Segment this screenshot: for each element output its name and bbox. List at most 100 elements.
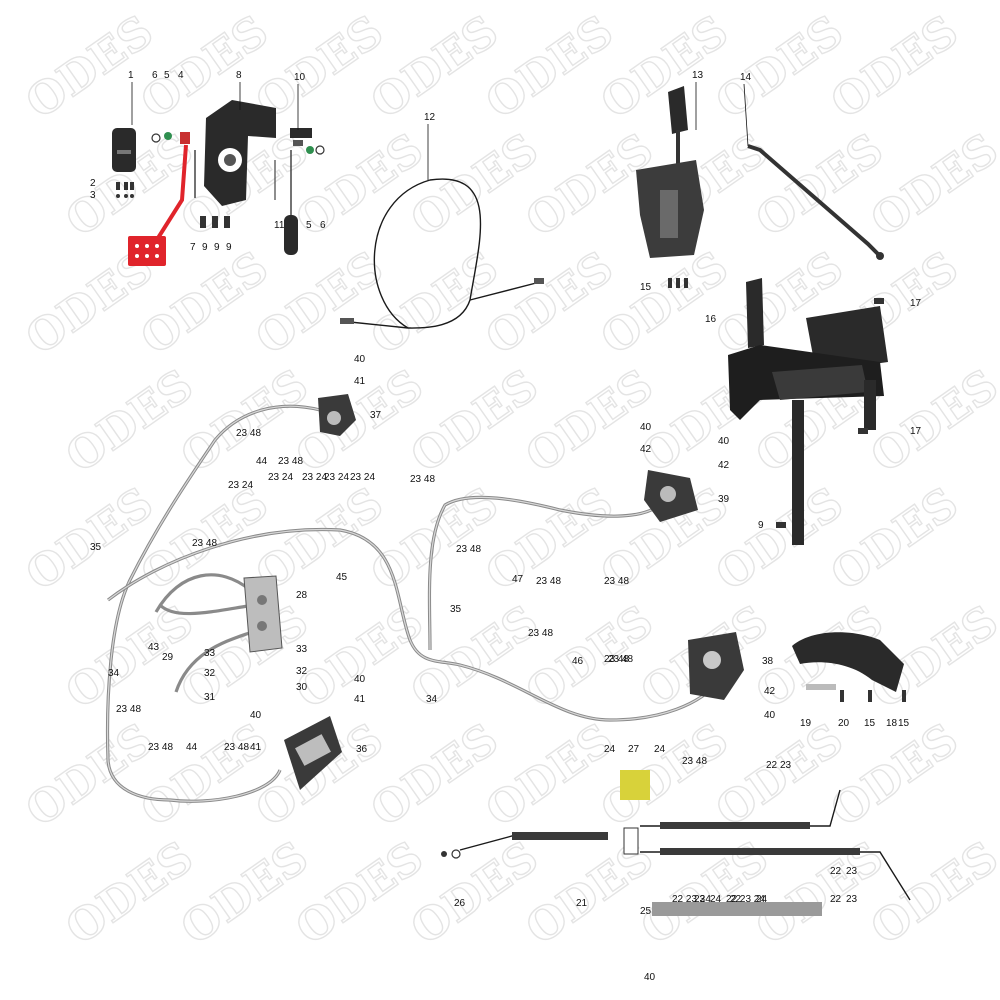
watermark-text: ODES bbox=[747, 124, 892, 247]
callout-label-c6b: 6 bbox=[320, 220, 326, 231]
callout-label-g8: 23 48 bbox=[192, 538, 217, 549]
watermark-text: ODES bbox=[592, 6, 737, 129]
callout-label-g3: 23 24 bbox=[228, 480, 253, 491]
watermark-text: ODES bbox=[402, 360, 547, 483]
watermark-text: ODES bbox=[517, 596, 662, 719]
callout-label-g20: 22 23 24 bbox=[672, 894, 711, 905]
callout-label-g13: 23 48 bbox=[528, 628, 553, 639]
watermark-text: ODES bbox=[477, 714, 622, 837]
callout-label-c47: 47 bbox=[512, 574, 524, 585]
watermark-text: ODES bbox=[132, 714, 277, 837]
watermark-text: ODES bbox=[592, 242, 737, 365]
callout-label-c8: 8 bbox=[236, 70, 242, 81]
callout-label-c28: 28 bbox=[296, 590, 308, 601]
callout-label-c10: 10 bbox=[294, 72, 306, 83]
callout-label-c42a: 42 bbox=[640, 444, 652, 455]
callout-label-c40f: 40 bbox=[764, 710, 776, 721]
callout-label-c41b: 41 bbox=[354, 694, 366, 705]
callout-label-g5: 23 24 bbox=[302, 472, 327, 483]
callout-label-c3: 3 bbox=[90, 190, 96, 201]
callout-label-g2: 23 48 bbox=[278, 456, 303, 467]
callout-label-c11: 11 bbox=[274, 220, 285, 231]
callout-label-c41a: 41 bbox=[354, 376, 366, 387]
callout-label-c6a: 6 bbox=[152, 70, 158, 81]
callout-label-c43: 43 bbox=[148, 642, 160, 653]
callout-label-c24a: 24 bbox=[604, 744, 616, 755]
brake-switch-part bbox=[284, 215, 298, 255]
callout-label-c27: 27 bbox=[628, 744, 640, 755]
callout-label-c21: 21 bbox=[576, 898, 588, 909]
watermark-text: ODES bbox=[17, 478, 162, 601]
callout-label-c9c: 9 bbox=[226, 242, 232, 253]
callout-label-c40e: 40 bbox=[250, 710, 262, 721]
watermark-text: ODES bbox=[362, 714, 507, 837]
hand-lever-assembly bbox=[792, 632, 906, 702]
callout-label-g11: 23 48 bbox=[536, 576, 561, 587]
watermark-text: ODES bbox=[287, 832, 432, 955]
callout-label-c23d: 23 bbox=[694, 894, 706, 905]
callout-label-c44a: 44 bbox=[256, 456, 268, 467]
callout-label-g21: 22 23 24 bbox=[726, 894, 765, 905]
callout-label-c35a: 35 bbox=[90, 542, 102, 553]
callout-label-c31: 31 bbox=[204, 692, 216, 703]
callout-label-c23c: 23 bbox=[846, 894, 858, 905]
watermark-text: ODES bbox=[862, 124, 1000, 247]
shift-rod-14 bbox=[747, 144, 882, 258]
callout-label-c24b: 24 bbox=[654, 744, 666, 755]
callout-label-c7: 7 bbox=[190, 242, 196, 253]
caliper-36 bbox=[284, 716, 342, 790]
shift-knob bbox=[668, 86, 688, 134]
callout-label-c15a: 15 bbox=[640, 282, 652, 293]
callout-label-c5b: 5 bbox=[306, 220, 312, 231]
callout-label-g16: 23 48 bbox=[148, 742, 173, 753]
callout-label-g14: 23 48 bbox=[604, 654, 629, 665]
callout-label-c17b: 17 bbox=[910, 426, 922, 437]
watermark-text: ODES bbox=[247, 242, 392, 365]
watermark-text: ODES bbox=[57, 360, 202, 483]
watermark-text: ODES bbox=[822, 714, 967, 837]
watermark-text: ODES bbox=[477, 242, 622, 365]
callout-label-c29: 29 bbox=[162, 652, 174, 663]
callout-label-c40d: 40 bbox=[354, 674, 366, 685]
watermark-text: ODES bbox=[822, 478, 967, 601]
callout-label-c42c: 42 bbox=[764, 686, 776, 697]
callout-label-c22d: 22 bbox=[830, 894, 842, 905]
callout-label-g9: 23 48 bbox=[410, 474, 435, 485]
callout-label-c18: 18 bbox=[886, 718, 898, 729]
callout-label-c33a: 33 bbox=[204, 648, 216, 659]
callout-label-c30: 30 bbox=[296, 682, 308, 693]
callout-label-c19: 19 bbox=[800, 718, 812, 729]
callout-label-c42b: 42 bbox=[718, 460, 730, 471]
callout-label-c34b: 34 bbox=[426, 694, 438, 705]
callout-label-g10: 23 48 bbox=[456, 544, 481, 555]
watermark-text: ODES bbox=[362, 6, 507, 129]
callout-label-g18: 23 48 bbox=[682, 756, 707, 767]
callout-label-g17: 23 48 bbox=[224, 742, 249, 753]
brake-pedal-arm bbox=[156, 144, 188, 240]
caliper-38 bbox=[688, 632, 744, 700]
brake-pedal-assembly bbox=[112, 100, 325, 266]
caliper-37 bbox=[318, 394, 356, 436]
callout-label-c17a: 17 bbox=[910, 298, 922, 309]
watermark-text: ODES bbox=[592, 714, 737, 837]
watermark-text: ODES bbox=[362, 242, 507, 365]
callout-label-c37: 37 bbox=[370, 410, 382, 421]
callout-label-c23a: 23 bbox=[780, 760, 792, 771]
leader-lines bbox=[131, 82, 749, 180]
callout-label-c26: 26 bbox=[454, 898, 466, 909]
callout-label-c36: 36 bbox=[356, 744, 368, 755]
callout-label-c9a: 9 bbox=[202, 242, 208, 253]
callout-label-c13: 13 bbox=[692, 70, 704, 81]
callout-label-c46: 46 bbox=[572, 656, 584, 667]
callout-label-c14: 14 bbox=[740, 72, 752, 83]
callout-label-c23b: 23 bbox=[846, 866, 858, 877]
bottom-cables bbox=[441, 789, 911, 916]
callout-label-c34a: 34 bbox=[108, 668, 120, 679]
callout-label-c38: 38 bbox=[762, 656, 774, 667]
callout-label-c32b: 32 bbox=[296, 666, 308, 677]
callout-label-c22a: 22 bbox=[766, 760, 778, 771]
callout-label-c40c: 40 bbox=[718, 436, 730, 447]
callout-label-c39: 39 bbox=[718, 494, 730, 505]
caliper-39 bbox=[644, 470, 698, 522]
